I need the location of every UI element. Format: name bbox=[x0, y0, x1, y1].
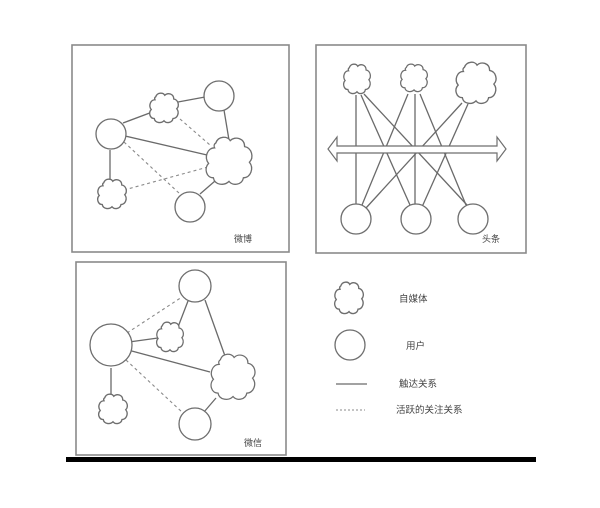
user-node bbox=[340, 203, 372, 235]
user-node bbox=[178, 407, 212, 441]
edge-dashed bbox=[179, 118, 211, 146]
edge-solid bbox=[365, 102, 463, 209]
edge-dashed bbox=[123, 141, 181, 195]
user-node bbox=[178, 269, 212, 303]
edge-solid bbox=[204, 299, 226, 357]
user-node bbox=[89, 323, 133, 367]
panel-weibo: 微博 bbox=[71, 44, 290, 253]
edge-solid bbox=[127, 349, 211, 373]
panel-weixin: 微信 bbox=[75, 261, 287, 456]
user-node bbox=[203, 80, 235, 112]
edge-solid bbox=[177, 96, 206, 103]
legend-label-reach: 触达关系 bbox=[399, 378, 437, 390]
user-node bbox=[95, 118, 127, 150]
edge-dashed bbox=[125, 359, 184, 414]
edge-solid bbox=[177, 300, 189, 328]
cloud-icon bbox=[335, 282, 364, 313]
edge-solid bbox=[124, 135, 208, 156]
double-arrow-icon bbox=[327, 135, 507, 163]
user-node bbox=[457, 203, 489, 235]
edge-solid bbox=[203, 397, 217, 413]
legend-label-user: 用户 bbox=[406, 340, 425, 352]
user-node bbox=[174, 191, 206, 223]
edge-dashed bbox=[123, 166, 209, 191]
user-node bbox=[400, 203, 432, 235]
legend-item-user: 用户 bbox=[334, 329, 425, 361]
edge-dashed bbox=[126, 296, 183, 334]
legend-item-follow: 活跃的关注关系 bbox=[336, 404, 463, 416]
panel-weixin-label: 微信 bbox=[244, 437, 262, 449]
edge-solid bbox=[199, 180, 216, 195]
legend: 自媒体 用户 触达关系 活跃的关注关系 bbox=[335, 282, 463, 416]
legend-label-follow: 活跃的关注关系 bbox=[396, 404, 463, 416]
legend-item-reach: 触达关系 bbox=[336, 378, 437, 390]
legend-item-media: 自媒体 bbox=[335, 282, 428, 313]
edge-solid bbox=[223, 109, 230, 141]
legend-label-media: 自媒体 bbox=[399, 293, 428, 305]
edge-solid bbox=[421, 103, 469, 208]
bottom-rule bbox=[66, 457, 536, 462]
panel-weibo-label: 微博 bbox=[234, 233, 252, 245]
panel-toutiao-label: 头条 bbox=[482, 233, 500, 245]
edge-solid bbox=[128, 337, 159, 343]
panel-toutiao: 头条 bbox=[315, 44, 527, 254]
circle-icon bbox=[334, 329, 366, 361]
